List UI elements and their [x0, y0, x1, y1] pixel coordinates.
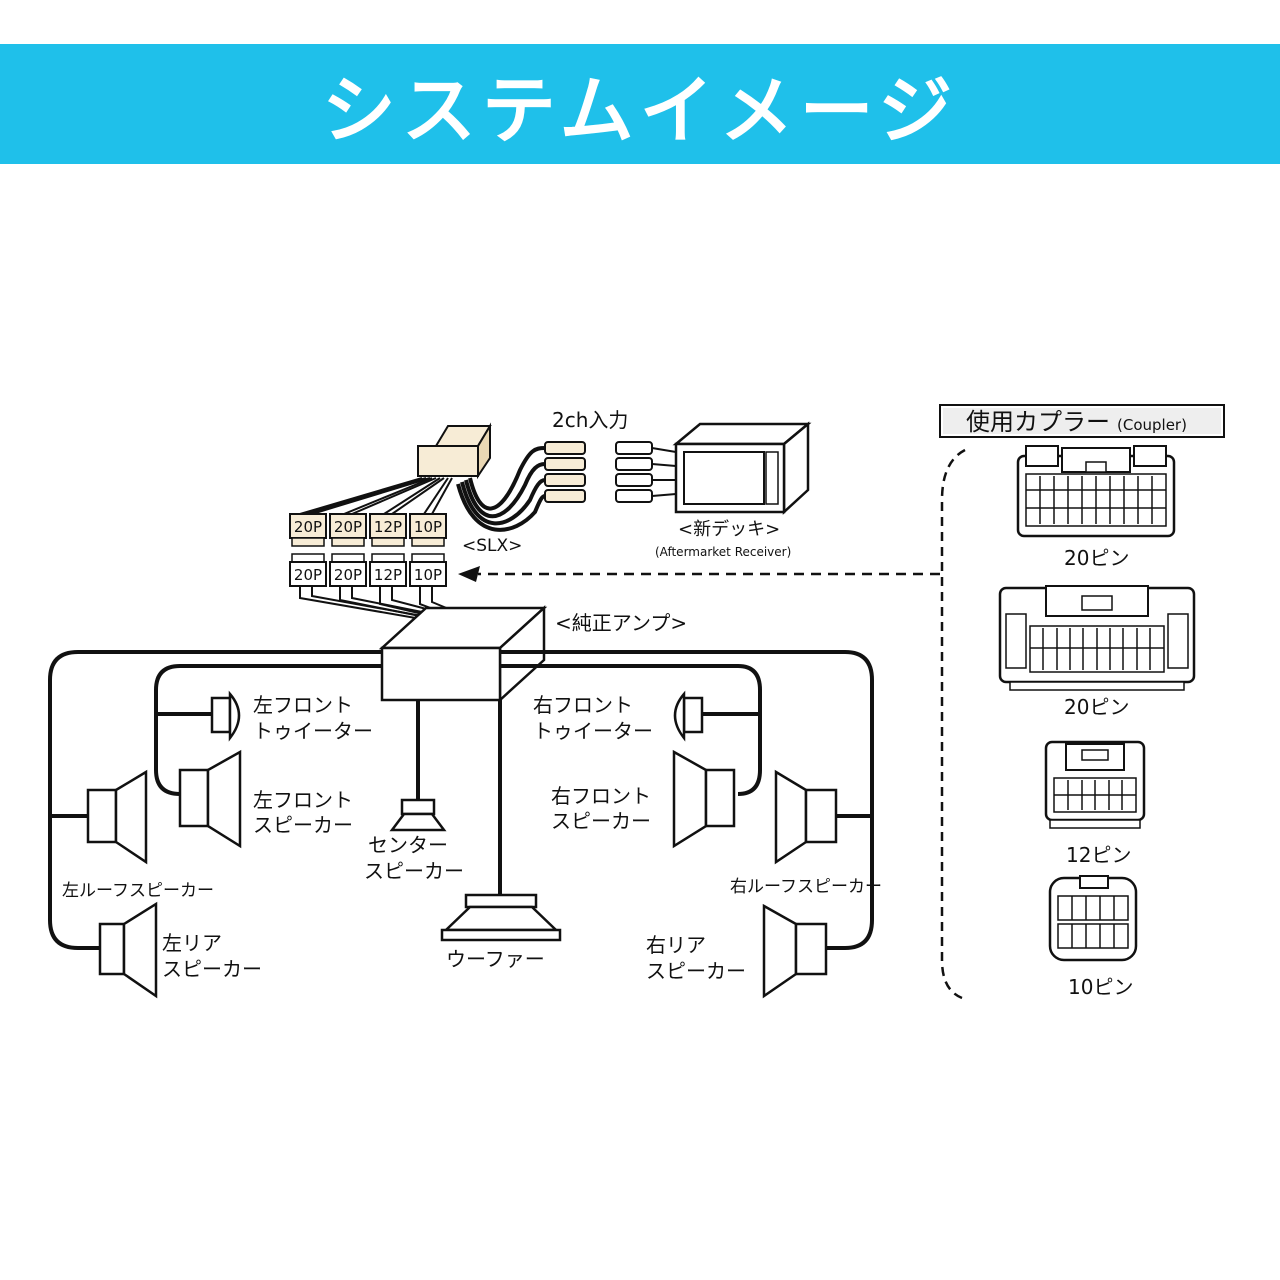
deck-label: <新デッキ>: [678, 519, 780, 540]
coupler-label-1: 20ピン: [1064, 546, 1129, 570]
right-front-speaker-label-2: スピーカー: [551, 809, 651, 833]
speaker-wiring: [48, 650, 874, 950]
left-front-tweeter-label-2: トゥイーター: [253, 719, 373, 743]
right-rear-speaker-label-2: スピーカー: [646, 959, 746, 983]
left-front-speaker-icon: [178, 749, 242, 849]
right-front-tweeter-label-1: 右フロント: [533, 693, 633, 717]
coupler-12pin-icon: [1044, 740, 1146, 829]
right-front-tweeter-icon: [673, 690, 704, 742]
left-roof-speaker-icon: [86, 769, 148, 865]
left-rear-speaker-icon: [98, 901, 158, 999]
coupler-bracket: [940, 448, 966, 1000]
input-label: 2ch入力: [552, 408, 628, 432]
arrow-head-icon: [458, 566, 480, 582]
right-roof-speaker-icon: [774, 769, 838, 865]
coupler-title-en: (Coupler): [1117, 416, 1187, 434]
center-speaker-icon: [389, 798, 447, 832]
deck-sublabel: (Aftermarket Receiver): [655, 545, 791, 559]
coupler-20pin-b-icon: [998, 585, 1196, 691]
woofer-label: ウーファー: [446, 947, 545, 971]
left-front-tweeter-label-1: 左フロント: [253, 693, 353, 717]
connector-upper-1: 20P: [294, 518, 322, 536]
slx-unit: [417, 422, 492, 480]
connector-lower-4: 10P: [414, 566, 442, 584]
rca-cables: [456, 441, 677, 532]
center-speaker-label-1: センター: [368, 833, 448, 857]
left-rear-speaker-label-1: 左リア: [162, 931, 222, 955]
right-roof-speaker-label: 右ルーフスピーカー: [730, 877, 882, 897]
slx-harness: [299, 477, 453, 515]
right-rear-speaker-label-1: 右リア: [646, 933, 706, 957]
right-front-tweeter-label-2: トゥイーター: [533, 719, 653, 743]
connector-upper-3: 12P: [374, 518, 402, 536]
right-front-speaker-icon: [672, 749, 736, 849]
left-front-tweeter-icon: [210, 690, 241, 742]
coupler-title: 使用カプラー: [966, 408, 1110, 436]
connector-upper-2: 20P: [334, 518, 362, 536]
coupler-10pin-icon: [1048, 875, 1138, 962]
connector-lower-3: 12P: [374, 566, 402, 584]
coupler-label-2: 20ピン: [1064, 695, 1129, 719]
connector-upper-4: 10P: [414, 518, 442, 536]
coupler-label-4: 10ピン: [1068, 975, 1133, 999]
slx-label: <SLX>: [462, 536, 522, 556]
aftermarket-receiver: [672, 421, 812, 515]
header-banner: システムイメージ: [0, 44, 1280, 164]
left-front-speaker-label-1: 左フロント: [253, 788, 353, 812]
page-title: システムイメージ: [321, 67, 959, 154]
coupler-20pin-a-icon: [1016, 445, 1176, 538]
left-roof-speaker-label: 左ルーフスピーカー: [62, 881, 214, 901]
coupler-label-3: 12ピン: [1066, 843, 1131, 867]
right-rear-speaker-icon: [762, 903, 828, 999]
connector-lower-1: 20P: [294, 566, 322, 584]
left-rear-speaker-label-2: スピーカー: [162, 957, 262, 981]
right-front-speaker-label-1: 右フロント: [551, 784, 651, 808]
connector-lower-2: 20P: [334, 566, 362, 584]
left-front-speaker-label-2: スピーカー: [253, 813, 353, 837]
connector-row-upper: 20P 20P 12P 10P: [289, 513, 447, 547]
amp-label: <純正アンプ>: [555, 611, 687, 635]
connector-row-lower: 20P 20P 12P 10P: [289, 553, 447, 587]
factory-amp: [378, 605, 548, 703]
woofer-icon: [440, 893, 562, 942]
center-speaker-label-2: スピーカー: [364, 859, 464, 883]
